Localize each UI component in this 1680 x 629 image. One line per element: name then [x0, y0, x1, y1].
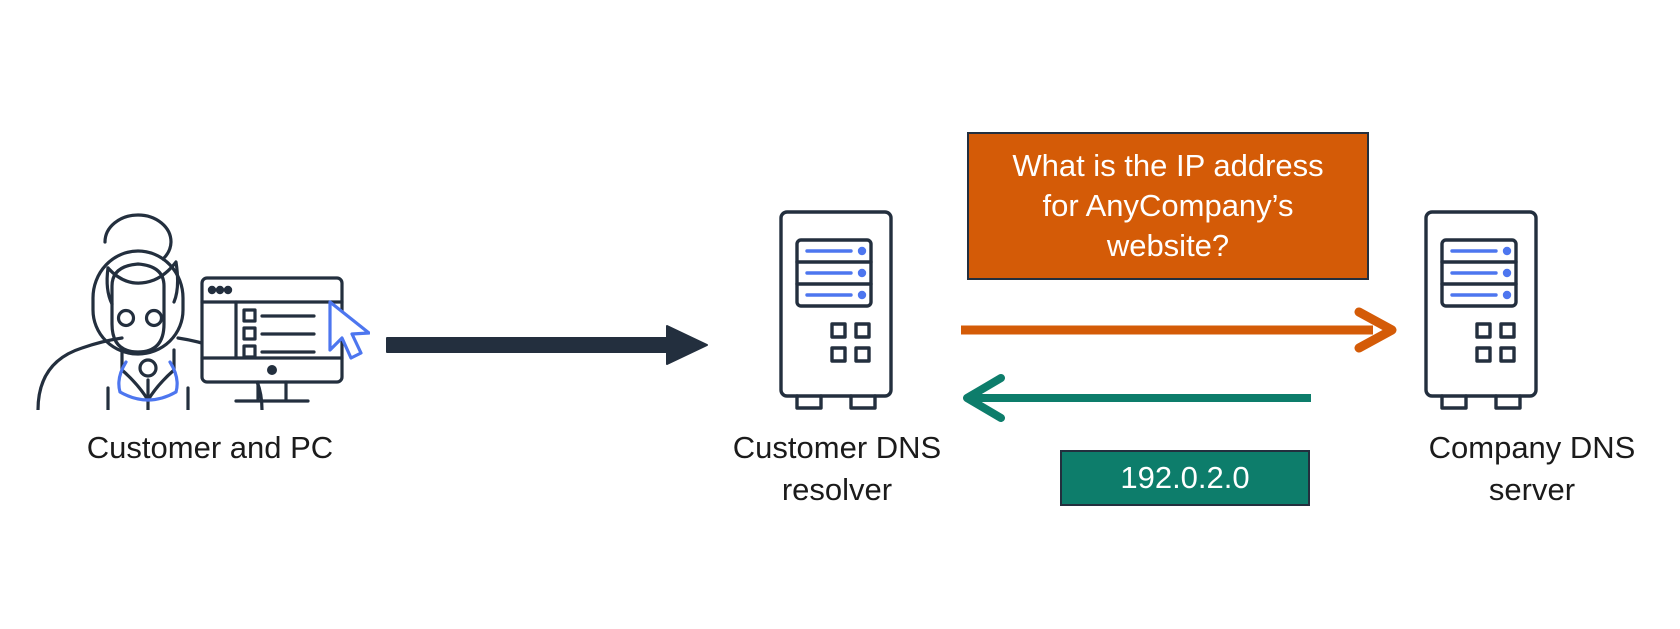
customer-dns-resolver-icon [775, 208, 900, 420]
arrow-left-icon [963, 374, 1311, 422]
server-tower-icon [779, 210, 893, 410]
caption-company-dns-server: Company DNS server [1428, 430, 1636, 507]
arrow-user-to-resolver [385, 320, 715, 370]
arrow-right-icon [386, 325, 708, 365]
mouse-pointer-icon [328, 300, 371, 360]
response-message-box: 192.0.2.0 [1060, 450, 1310, 506]
company-dns-server-icon [1420, 208, 1545, 420]
arrow-dns-query [955, 300, 1405, 360]
server-tower-icon [1424, 210, 1538, 410]
caption-customer-dns-resolver: Customer DNS resolver [732, 430, 942, 507]
caption-customer-pc: Customer and PC [86, 430, 334, 465]
query-message-box: What is the IP address for AnyCompany’s … [967, 132, 1369, 280]
customer-pc-icon [30, 190, 371, 412]
arrow-dns-response [955, 372, 1315, 428]
arrow-right-icon [961, 307, 1397, 353]
person-and-monitor-icon [36, 213, 371, 412]
